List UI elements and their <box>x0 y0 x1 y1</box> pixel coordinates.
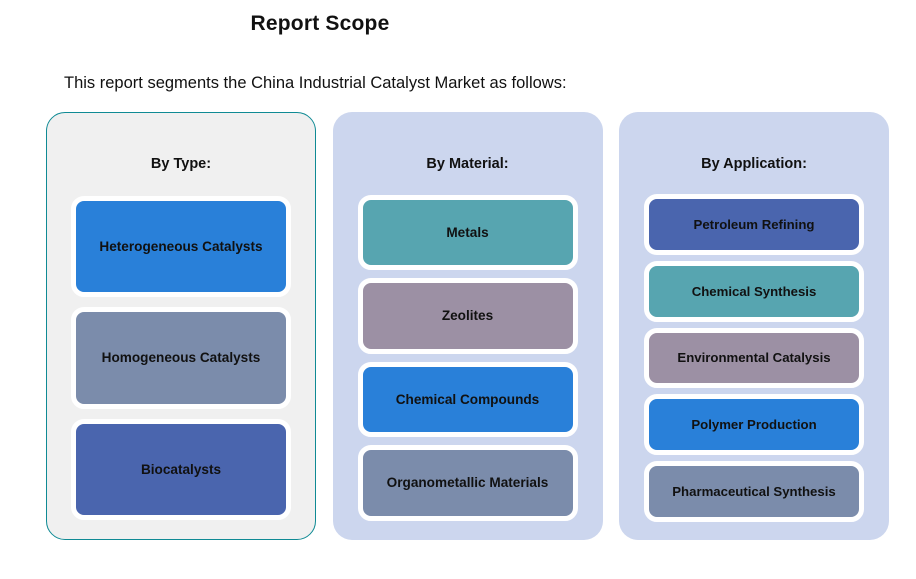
segment-item[interactable]: Petroleum Refining <box>644 193 864 255</box>
page-title: Report Scope <box>250 12 390 35</box>
segment-panel-title: By Type: <box>150 156 212 172</box>
segment-panel-title: By Material: <box>426 156 509 172</box>
segment-item[interactable]: Chemical Synthesis <box>644 260 864 322</box>
segment-item[interactable]: Pharmaceutical Synthesis <box>644 461 864 522</box>
segment-item[interactable]: Organometallic Materials <box>357 445 578 521</box>
segment-item[interactable]: Chemical Compounds <box>357 361 578 438</box>
segment-item[interactable]: Polymer Production <box>644 394 864 456</box>
segment-panel-title: By Application: <box>701 156 807 172</box>
page-subtitle: This report segments the China Industria… <box>64 74 567 92</box>
segment-item[interactable]: Environmental Catalysis <box>644 327 864 389</box>
segment-item[interactable]: Zeolites <box>357 278 578 354</box>
segment-item[interactable]: Heterogeneous Catalysts <box>71 195 291 298</box>
segment-item[interactable]: Homogeneous Catalysts <box>71 307 291 409</box>
segment-item[interactable]: Biocatalysts <box>71 418 291 521</box>
segment-item[interactable]: Metals <box>357 194 578 271</box>
